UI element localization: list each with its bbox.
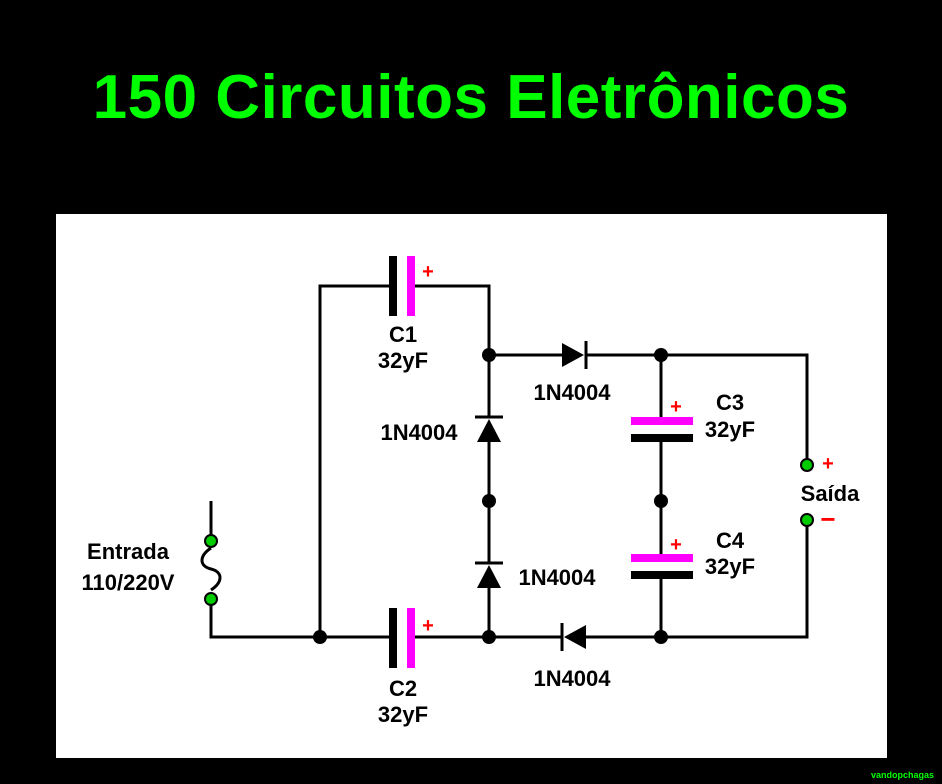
output-minus-icon: − [820,504,835,534]
polarity-plus-icon: + [670,396,682,418]
wire-c1-right [413,284,491,355]
c4-name-label: C4 [716,528,745,553]
c3-value-label: 32yF [705,417,755,442]
output-label: Saída [801,481,860,506]
output-plus-icon: + [822,453,834,475]
diode-upper-vertical-label: 1N4004 [380,420,458,445]
junction-dot [482,494,496,508]
diode-bottom-label: 1N4004 [533,666,611,691]
capacitor-c4: + [631,534,693,579]
polarity-plus-icon: + [670,534,682,556]
diode-upper-vertical [475,415,503,442]
c3-name-label: C3 [716,390,744,415]
junctions [313,348,668,644]
junction-dot [654,630,668,644]
c1-name-label: C1 [389,322,417,347]
polarity-plus-icon: + [422,261,434,283]
capacitor-c2: + [389,608,434,668]
terminals [204,458,814,606]
c1-value-label: 32yF [378,348,428,373]
schematic-panel: + + + + [56,214,887,758]
wire-top-rail-right [586,353,809,465]
junction-dot [654,494,668,508]
input-voltage-label: 110/220V [82,570,175,595]
c2-value-label: 32yF [378,702,428,727]
polarity-plus-icon: + [422,615,434,637]
input-label: Entrada [87,539,170,564]
page-title: 150 Circuitos Eletrônicos [92,63,850,132]
circuit-schematic: + + + + [82,256,860,727]
author-credit: vandopchagas [870,770,934,780]
ac-wave-icon [200,546,222,592]
c2-name-label: C2 [389,676,417,701]
c4-value-label: 32yF [705,554,755,579]
diode-lower-vertical-label: 1N4004 [518,565,596,590]
diode-top [562,341,588,369]
junction-dot [482,630,496,644]
capacitor-c3: + [631,396,693,442]
diode-lower-vertical [475,561,503,588]
wire-c1-left [318,284,392,637]
capacitor-c1: + [389,256,434,316]
output-terminal-minus [800,513,814,527]
wires [209,284,809,639]
diode-bottom [560,623,586,651]
input-terminal-top [204,534,218,548]
junction-dot [654,348,668,362]
diode-top-label: 1N4004 [533,380,611,405]
junction-dot [313,630,327,644]
junction-dot [482,348,496,362]
output-terminal-plus [800,458,814,472]
input-terminal-bottom [204,592,218,606]
wire-bottom-rail-right [586,520,809,639]
wire-bottom-rail-left [209,599,392,639]
